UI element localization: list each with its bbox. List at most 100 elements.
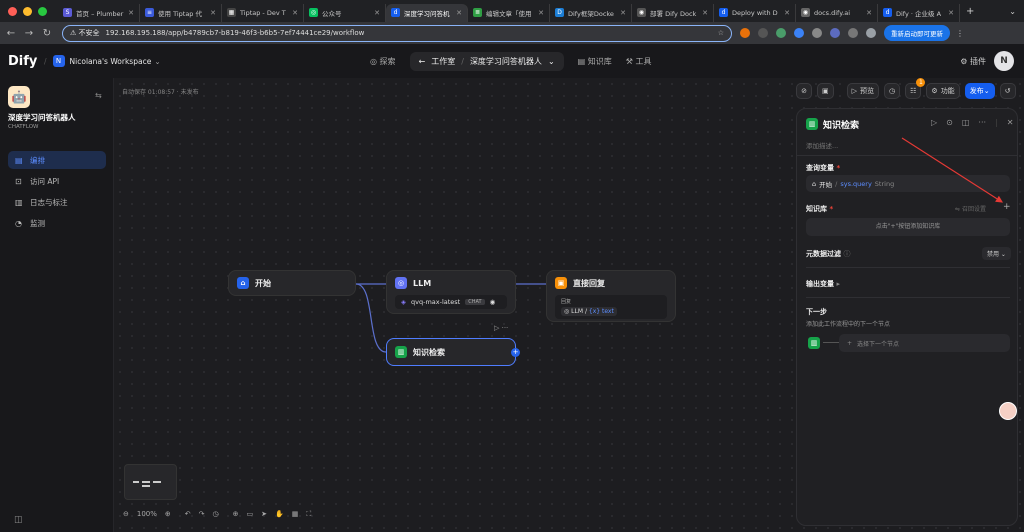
user-avatar[interactable]: N [994,51,1014,71]
description-input[interactable]: 添加描述... [806,142,839,150]
extension-icon[interactable] [758,28,768,38]
node-llm[interactable]: ◎LLM ◈ qvq-max-latest CHAT ◉ [386,270,516,314]
run-history-icon[interactable]: ◷ [884,83,901,99]
recall-settings-button[interactable]: ⇋ 召回设置 [955,206,986,213]
node-actions[interactable]: ▷ ··· [494,324,509,332]
zoom-out-icon[interactable]: ⊖ [123,510,129,518]
minimize-window-button[interactable] [23,6,32,16]
zoom-in-icon[interactable]: ⊕ [164,510,171,518]
close-tab-icon[interactable]: ✕ [784,8,790,17]
extension-icon[interactable] [830,28,840,38]
publish-button[interactable]: 发布 ⌄ [964,83,995,99]
minimap[interactable] [124,464,177,500]
redo-icon[interactable]: ↷ [198,510,205,518]
security-warning[interactable]: ⚠ 不安全 [70,29,100,37]
browser-tab[interactable]: ◎公众号✕ [304,3,386,22]
close-tab-icon[interactable]: ✕ [128,8,134,17]
close-tab-icon[interactable]: ✕ [292,8,298,17]
panel-layout-icon[interactable]: ◫ [961,118,970,127]
dify-logo[interactable]: Dify [8,53,38,69]
close-tab-icon[interactable]: ✕ [866,8,872,17]
metadata-filter-select[interactable]: 禁用 ⌄ [982,247,1011,260]
nav-studio[interactable]: ← 工作室 / 深度学习问答机器人 ⌄ [409,52,564,71]
close-tab-icon[interactable]: ✕ [456,8,462,17]
maximize-window-button[interactable] [38,6,47,16]
back-icon[interactable]: ← [6,27,16,39]
run-icon[interactable]: ▷ [931,118,938,127]
profile-avatar[interactable] [866,28,876,38]
sidebar-item[interactable]: ◔监测 [8,214,106,232]
zoom-level[interactable]: 100% [136,510,157,518]
more-icon[interactable]: ··· [978,118,987,127]
llm-model-pill[interactable]: ◈ qvq-max-latest CHAT ◉ [395,295,507,309]
extensions-puzzle-icon[interactable] [848,28,858,38]
panel-title[interactable]: 知识检索 [823,121,860,131]
close-tab-icon[interactable]: ✕ [948,8,954,17]
new-tab-button[interactable]: + [966,5,975,17]
nav-knowledge[interactable]: ▤ 知识库 [577,57,612,66]
close-tab-icon[interactable]: ✕ [702,8,708,17]
help-icon[interactable]: ⊙ [946,118,953,127]
features-button[interactable]: ⚙ 功能 [926,83,960,99]
fit-view-icon[interactable]: ⛶ [306,509,312,518]
version-history-icon[interactable]: ↺ [999,83,1016,99]
nav-explore[interactable]: ◎ 探索 [370,57,396,66]
preview-button[interactable]: ▷ 预览 [846,83,880,99]
sidebar-toggle-icon[interactable]: ⇆ [95,91,102,100]
history-icon[interactable]: ◷ [212,510,219,518]
extension-icon[interactable] [740,28,750,38]
hand-icon[interactable]: ✋ [275,510,284,518]
organize-icon[interactable]: ▦ [291,510,299,518]
output-vars-label[interactable]: 输出变量 ▸ [806,280,840,288]
nav-tools[interactable]: ⚒ 工具 [625,57,652,66]
node-start[interactable]: ⌂开始 [228,270,356,296]
bookmark-star-icon[interactable]: ☆ [717,29,724,37]
select-next-node-button[interactable]: +选择下一个节点 [839,334,1010,352]
extension-icon[interactable] [794,28,804,38]
browser-tab[interactable]: ≡使用 Tiptap 代✕ [140,3,222,22]
pointer-icon[interactable]: ➤ [261,510,267,518]
add-block-icon[interactable]: ⊕ [232,510,239,518]
browser-tab[interactable]: ◉docs.dify.ai✕ [796,3,878,22]
reload-icon[interactable]: ↻ [42,27,52,39]
workspace-switcher[interactable]: / N Nicolana's Workspace ⌄ [44,55,161,67]
plugins-button[interactable]: ⚙ 插件 [960,57,986,66]
sidebar-item[interactable]: ▥日志与标注 [8,193,106,211]
close-tab-icon[interactable]: ✕ [538,8,544,17]
close-window-button[interactable] [8,6,17,16]
tab-search-icon[interactable]: ⌄ [1009,6,1016,16]
floating-assistant-avatar[interactable] [999,402,1017,420]
undo-icon[interactable]: ↶ [184,510,191,518]
knowledge-icon: ▥ [808,337,820,349]
browser-tab[interactable]: ◉部署 Dify Dock✕ [632,3,714,22]
close-tab-icon[interactable]: ✕ [620,8,626,17]
restart-update-button[interactable]: 重新启动即可更新 [884,25,950,41]
extension-icon[interactable] [812,28,822,38]
extension-icon[interactable] [776,28,786,38]
env-icon[interactable]: ⊘ [796,83,812,99]
browser-tab[interactable]: ≣编辑文章「使用✕ [468,3,550,22]
add-knowledge-plus-icon[interactable]: + [1003,202,1011,212]
node-answer[interactable]: ▣直接回复 回复 ◎ LLM / {x} text [546,270,676,322]
conversation-vars-icon[interactable]: ▣ [817,83,834,99]
forward-icon[interactable]: → [24,27,34,39]
close-icon[interactable]: ✕ [1006,118,1014,127]
close-tab-icon[interactable]: ✕ [210,8,216,17]
browser-tab[interactable]: ▦Tiptap - Dev T✕ [222,3,304,22]
browser-menu-icon[interactable]: ⋮ [956,28,964,38]
sidebar-item[interactable]: ⊡访问 API [8,172,106,190]
close-tab-icon[interactable]: ✕ [374,8,380,17]
collapse-sidebar-icon[interactable]: ◫ [14,515,23,525]
sidebar-item[interactable]: ▤编排 [8,151,106,169]
add-node-plus-icon[interactable]: + [511,348,520,357]
comment-icon[interactable]: ▭ [246,510,254,518]
checklist-icon[interactable]: ☷1 [905,78,926,99]
url-input[interactable]: ⚠ 不安全 192.168.195.188/app/b4789cb7-b819-… [62,24,732,42]
node-knowledge-retrieval[interactable]: ▥知识检索 + [386,338,520,366]
